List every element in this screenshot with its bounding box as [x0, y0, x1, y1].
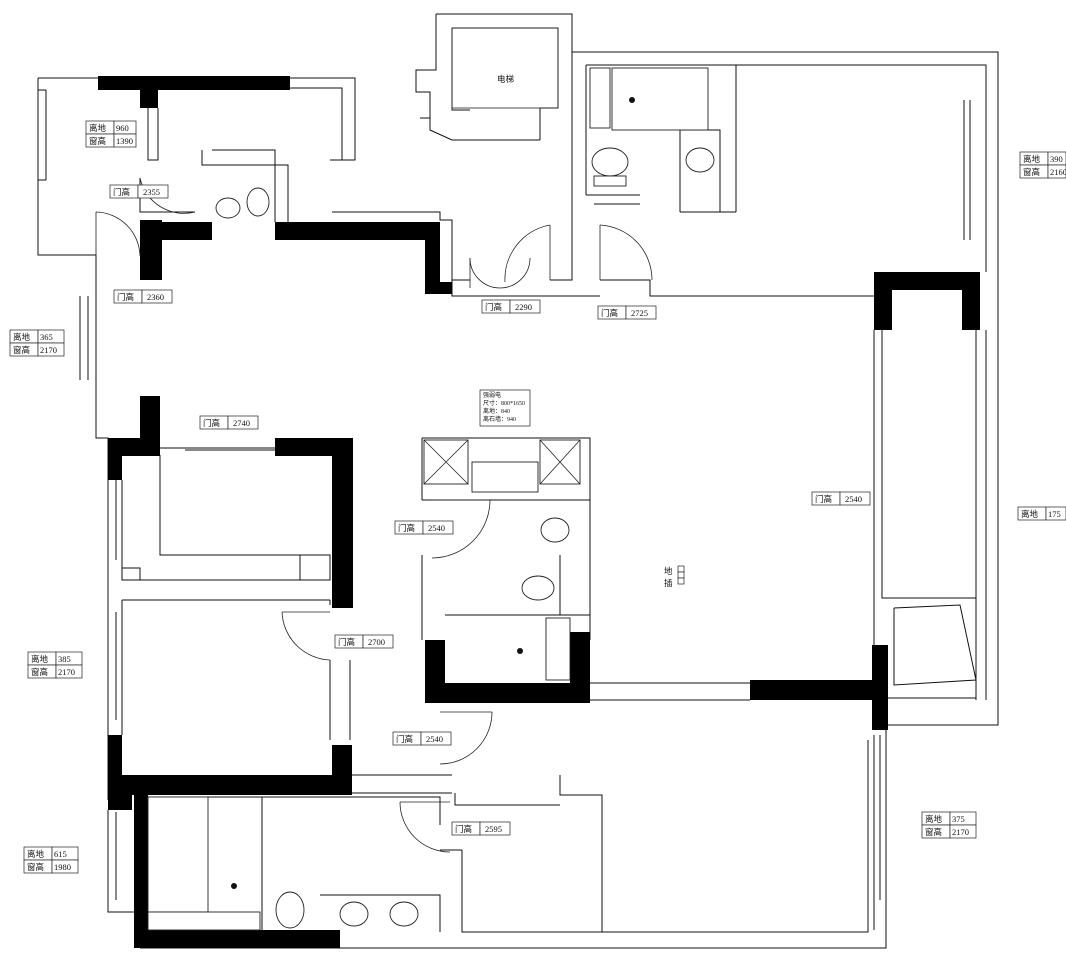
fixtures	[147, 27, 715, 931]
svg-text:门高: 门高	[601, 308, 618, 318]
electric-box-line-4: 离石墙：940	[483, 415, 516, 423]
structural-walls	[98, 76, 980, 948]
electric-box-line-2: 尺寸：800*1650	[483, 399, 525, 407]
svg-text:2540: 2540	[428, 523, 445, 533]
svg-text:离地: 离地	[1023, 154, 1041, 164]
outline-lines	[37, 13, 999, 949]
door-tag: 门高 2595	[451, 821, 511, 836]
svg-text:窗高: 窗高	[13, 345, 30, 355]
svg-text:615: 615	[54, 849, 67, 859]
svg-text:门高: 门高	[338, 637, 355, 647]
door-tag: 门高 2540	[392, 731, 452, 746]
door-height-tags: 门高 2355 门高 2360 门高 2290 门高 2725 门高 2740 …	[109, 184, 871, 836]
svg-text:窗高: 窗高	[31, 667, 48, 677]
svg-text:2355: 2355	[143, 187, 160, 197]
svg-text:门高: 门高	[398, 523, 415, 533]
svg-text:门高: 门高	[117, 292, 134, 302]
window-tag: 离地 365 窗高 2170	[9, 329, 65, 357]
svg-text:2360: 2360	[147, 292, 164, 302]
svg-text:离地: 离地	[27, 849, 45, 859]
svg-text:390: 390	[1050, 154, 1063, 164]
svg-text:门高: 门高	[113, 187, 130, 197]
svg-text:窗高: 窗高	[925, 827, 942, 837]
svg-text:离地: 离地	[925, 814, 943, 824]
svg-text:离地: 离地	[89, 123, 107, 133]
electric-box-note: 强弱电 尺寸：800*1650 离地：840 离石墙：940	[479, 389, 531, 427]
door-tag: 门高 2740	[199, 415, 259, 430]
svg-text:窗高: 窗高	[89, 136, 106, 146]
svg-text:2540: 2540	[845, 494, 862, 504]
floor-socket-label-1: 地	[664, 566, 673, 576]
toilet	[591, 147, 629, 177]
sink	[685, 147, 715, 173]
window-tag: 离地 615 窗高 1980	[23, 846, 79, 874]
door-tag: 门高 2540	[394, 520, 454, 535]
svg-text:1390: 1390	[116, 136, 133, 146]
sink-topleft	[215, 197, 241, 219]
elevator-label: 电梯	[497, 74, 515, 84]
svg-text:2540: 2540	[426, 734, 443, 744]
window-tag: 离地 385 窗高 2170	[27, 651, 83, 679]
window-tag: 离地 960 窗高 1390	[85, 120, 137, 148]
svg-text:2170: 2170	[40, 345, 57, 355]
svg-text:2595: 2595	[485, 824, 502, 834]
electric-box-line-1: 强弱电	[483, 391, 501, 399]
svg-text:门高: 门高	[455, 824, 472, 834]
svg-text:2725: 2725	[631, 308, 648, 318]
window-tag: 离地 390 窗高 2160	[1019, 151, 1066, 179]
svg-text:385: 385	[58, 654, 71, 664]
toilet-topleft	[246, 187, 270, 217]
svg-text:门高: 门高	[203, 418, 220, 428]
toilet-lower	[275, 891, 305, 929]
svg-text:175: 175	[1048, 509, 1061, 519]
sink-central	[540, 517, 570, 543]
bathtub-lower	[147, 796, 209, 913]
svg-text:2290: 2290	[515, 302, 532, 312]
svg-text:960: 960	[116, 123, 129, 133]
svg-text:375: 375	[952, 814, 965, 824]
toilet-central	[521, 575, 555, 601]
svg-text:2740: 2740	[233, 418, 250, 428]
shower-tray	[611, 67, 709, 131]
svg-text:2160: 2160	[1050, 167, 1066, 177]
svg-text:365: 365	[40, 332, 53, 342]
door-tag: 门高 2355	[109, 184, 169, 199]
sink-lower-2	[389, 901, 419, 927]
door-tag: 门高 2700	[334, 634, 394, 649]
door-tag: 门高 2725	[597, 305, 657, 320]
door-tag: 门高 2540	[811, 491, 871, 506]
svg-text:门高: 门高	[485, 302, 502, 312]
svg-text:门高: 门高	[396, 734, 413, 744]
svg-text:1980: 1980	[54, 862, 71, 872]
door-tag: 门高 2290	[481, 299, 541, 314]
electric-box-line-3: 离地：840	[483, 407, 510, 415]
svg-text:2170: 2170	[58, 667, 75, 677]
floor-socket-label-2: 插	[664, 578, 673, 588]
svg-text:门高: 门高	[815, 494, 832, 504]
svg-text:窗高: 窗高	[1023, 167, 1040, 177]
sink-lower-1	[339, 901, 369, 927]
bathtub	[589, 67, 611, 129]
svg-text:2170: 2170	[952, 827, 969, 837]
window-tags: 离地 960 窗高 1390 离地 390 窗高 2160 离地 365 窗高 …	[9, 120, 1066, 874]
svg-text:离地: 离地	[31, 654, 49, 664]
floor-socket: 地 插	[664, 565, 685, 588]
window-tag: 离地 175	[1017, 506, 1066, 521]
svg-text:窗高: 窗高	[27, 862, 44, 872]
svg-text:离地: 离地	[13, 332, 31, 342]
svg-text:离地: 离地	[1021, 509, 1039, 519]
svg-text:2700: 2700	[368, 637, 385, 647]
door-tag: 门高 2360	[113, 289, 173, 304]
window-tag: 离地 375 窗高 2170	[921, 811, 977, 839]
doors	[95, 177, 653, 853]
